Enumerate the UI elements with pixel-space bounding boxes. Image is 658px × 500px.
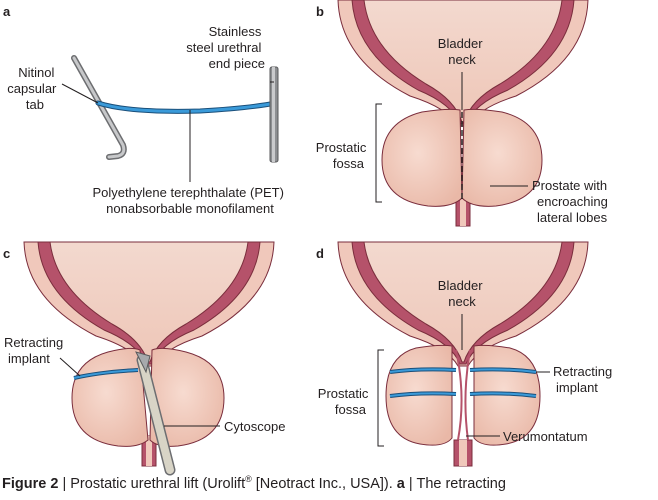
label-bladder-neck-b: Bladder neck: [438, 36, 486, 67]
caption-text: Prostatic urethral lift (Urolift: [70, 475, 246, 492]
caption-separator: |: [62, 475, 67, 492]
label-cytoscope: Cytoscope: [224, 419, 285, 434]
prostate-right-lobe: [461, 108, 543, 207]
caption-separator-2: |: [408, 475, 413, 492]
cytoscope-shape: [135, 351, 176, 476]
steel-end-piece-shape: [269, 66, 279, 163]
nitinol-tab-shape: [71, 55, 127, 160]
panel-a-letter: a: [3, 4, 11, 19]
label-nitinol: Nitinol capsular tab: [7, 65, 60, 112]
caption-figure-number: Figure 2: [2, 475, 59, 492]
panel-c: c Retracting implant Cytoscope: [3, 241, 285, 476]
label-fossa-d: Prostatic fossa: [318, 386, 372, 417]
prostate-left-lobe-c: [71, 347, 149, 447]
caption-registered: ®: [245, 474, 252, 484]
bracket-fossa-d: [377, 349, 384, 447]
leader-implant-c: [59, 357, 81, 377]
figure-caption: Figure 2 | Prostatic urethral lift (Urol…: [2, 474, 656, 492]
panel-d-letter: d: [316, 246, 324, 261]
label-retracting-c: Retracting implant: [4, 335, 67, 366]
panel-b: b Bladder neck Prostatic fossa Prostate …: [316, 0, 611, 227]
bladder-lumen-c: [49, 241, 249, 363]
prostate-left-lobe: [381, 108, 463, 207]
panel-a: a Nitinol capsular tab Stainless steel u…: [3, 4, 287, 216]
caption-text-after: [Neotract Inc., USA]).: [251, 475, 393, 492]
bladder-lumen-d: [363, 241, 563, 363]
panel-c-letter: c: [3, 246, 10, 261]
label-verumontatum: Verumontatum: [503, 429, 588, 444]
label-retracting-d: Retracting implant: [553, 364, 616, 395]
panel-b-letter: b: [316, 4, 324, 19]
panel-d: d Bladder neck Prostatic: [316, 241, 616, 467]
implants-d: [389, 367, 537, 398]
label-stainless: Stainless steel urethral end piece: [186, 24, 265, 71]
leader-nitinol: [61, 83, 99, 104]
label-pet: Polyethylene terephthalate (PET) nonabso…: [92, 185, 287, 216]
bracket-fossa-b: [375, 103, 382, 203]
label-fossa-b: Prostatic fossa: [316, 140, 370, 171]
label-bladder-neck-d: Bladder neck: [438, 278, 486, 309]
caption-text-end: The retracting: [416, 475, 506, 492]
label-prostate: Prostate with encroaching lateral lobes: [532, 178, 611, 225]
caption-panel-ref: a: [396, 475, 405, 492]
